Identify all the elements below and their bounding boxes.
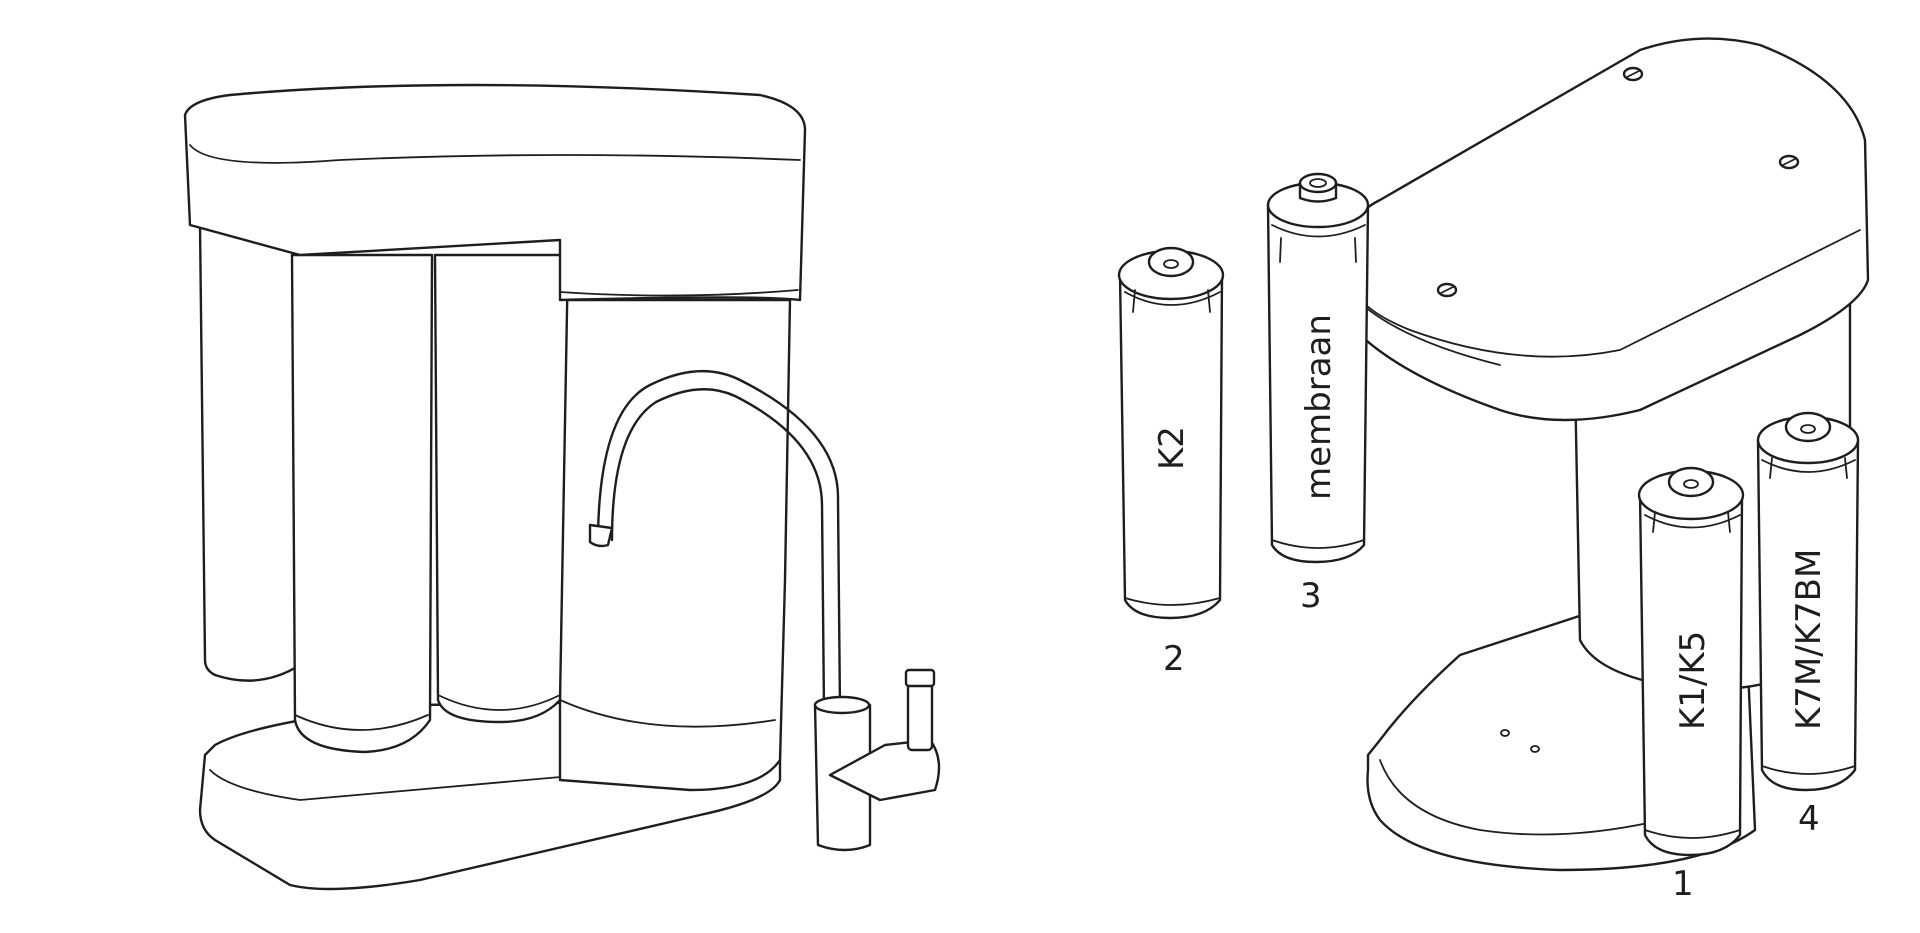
callout-number-3: 3: [1300, 576, 1322, 616]
cartridge-k1-k5: [1637, 466, 1745, 857]
cartridge-k7m-k7bm: [1756, 411, 1860, 792]
cartridge-label-k2: K2: [1152, 426, 1192, 470]
faucet-spout: [596, 370, 842, 712]
left-cartridge-front-1: [290, 253, 434, 754]
cartridge-label-membraan: membraan: [1299, 314, 1339, 500]
left-top-cover: [183, 83, 807, 302]
left-cartridge-back: [198, 223, 302, 682]
callout-number-2: 2: [1163, 639, 1185, 679]
left-cartridge-front-2: [433, 253, 570, 724]
assembled-unit: [183, 83, 941, 891]
callout-number-1: 1: [1672, 864, 1694, 904]
cartridge-membraan: [1266, 172, 1370, 564]
cartridge-k2: [1117, 246, 1225, 620]
cartridge-label-k1-k5: K1/K5: [1673, 631, 1713, 730]
right-top-cover: [1346, 37, 1870, 422]
callout-number-4: 4: [1798, 799, 1820, 839]
exploded-unit: K2 membraan K1/K5 K7M/K7BM 2 3 1 4: [1117, 37, 1870, 904]
cartridge-label-k7m-k7bm: K7M/K7BM: [1789, 549, 1829, 730]
